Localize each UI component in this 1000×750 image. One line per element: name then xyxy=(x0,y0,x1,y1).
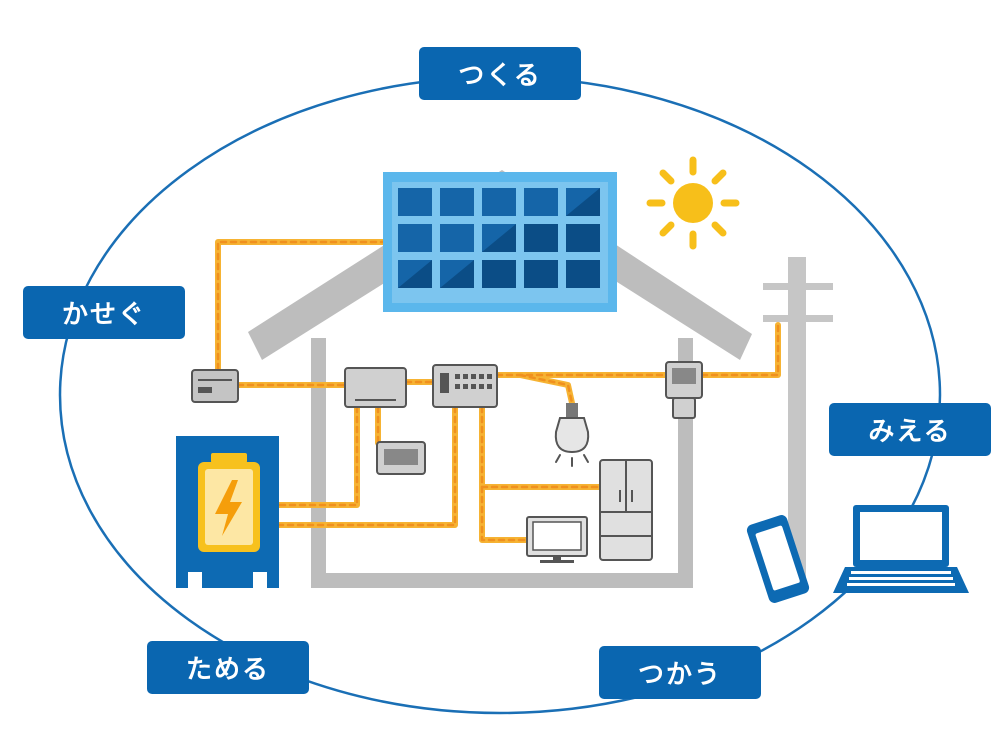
storage-battery-icon xyxy=(176,436,279,588)
lightning-bolt-icon xyxy=(215,480,242,536)
inverter-icon xyxy=(344,367,407,408)
distribution-board-icon xyxy=(432,364,498,408)
sun-icon xyxy=(646,156,740,250)
refrigerator-icon xyxy=(599,459,653,561)
label-tsukau: つかう xyxy=(599,646,761,699)
utility-pole-icon xyxy=(763,257,833,587)
solar-panel-icon xyxy=(383,172,617,312)
television-icon xyxy=(526,516,588,563)
power-conditioner-icon xyxy=(191,369,239,403)
power-wires xyxy=(215,239,781,543)
label-tsukuru: つくる xyxy=(419,47,581,100)
label-mieru: みえる xyxy=(829,403,991,456)
smartphone-icon xyxy=(746,515,810,603)
monitor-display-icon xyxy=(376,441,426,475)
laptop-icon xyxy=(833,505,969,593)
label-tameru: ためる xyxy=(147,641,309,694)
label-kasegu: かせぐ xyxy=(23,286,185,339)
light-bulb-icon xyxy=(554,403,590,467)
smart-meter-icon xyxy=(665,361,703,419)
